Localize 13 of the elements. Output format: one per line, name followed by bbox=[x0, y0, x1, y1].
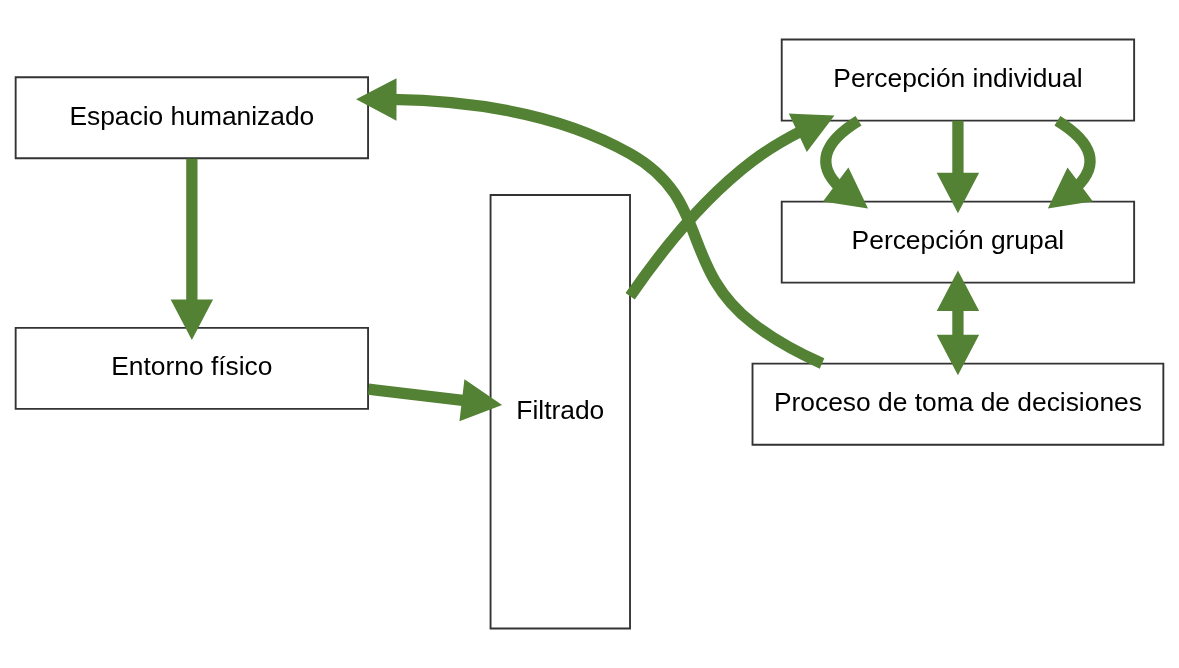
arrow bbox=[936, 270, 980, 376]
arrow bbox=[625, 113, 835, 300]
arrow bbox=[170, 158, 214, 340]
arrow bbox=[367, 379, 503, 422]
arrow bbox=[356, 78, 825, 369]
arrow bbox=[820, 116, 869, 209]
node-box: Entorno físico bbox=[14, 326, 369, 410]
node-box: Espacio humanizado bbox=[14, 76, 369, 160]
arrow bbox=[936, 120, 980, 214]
node-box: Proceso de toma de decisiones bbox=[751, 362, 1165, 446]
node-box: Filtrado bbox=[489, 194, 631, 630]
node-box: Percepción individual bbox=[780, 38, 1136, 122]
node-box: Percepción grupal bbox=[780, 200, 1136, 284]
